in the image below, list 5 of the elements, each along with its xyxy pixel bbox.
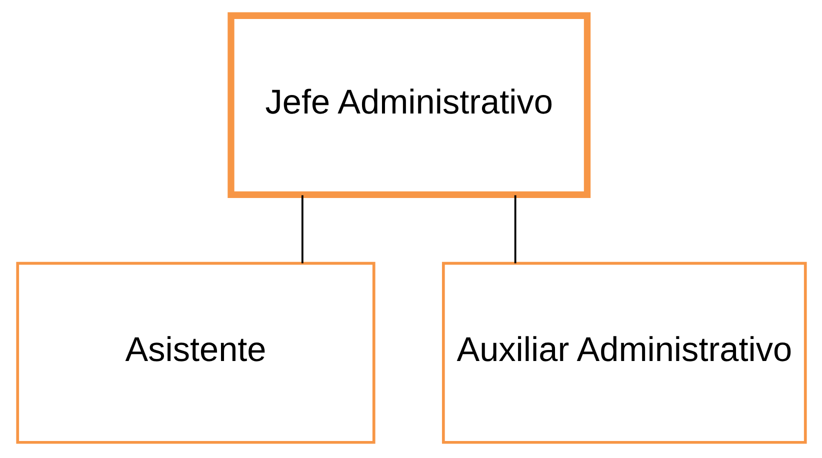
- connector: [300, 195, 303, 264]
- node-box: Auxiliar Administrativo: [441, 262, 806, 444]
- connector: [514, 195, 516, 264]
- node-box: Asistente: [16, 262, 375, 444]
- node-box: Jefe Administrativo: [227, 12, 590, 198]
